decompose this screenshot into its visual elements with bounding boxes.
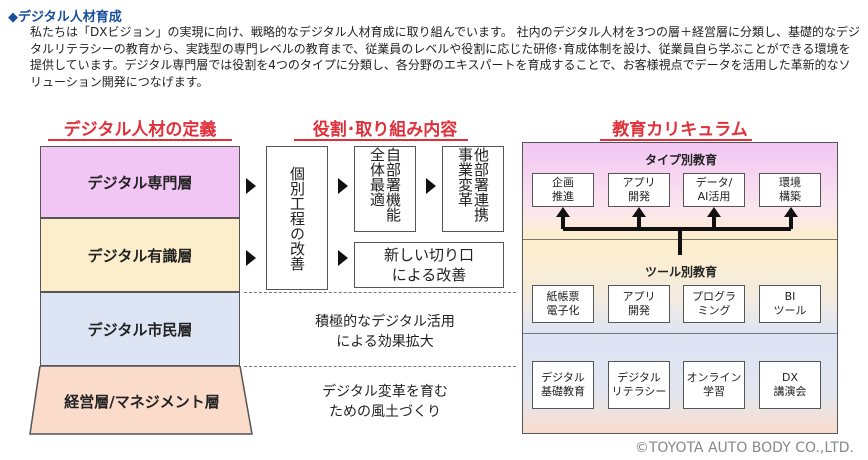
layer-knowledgeable: デジタル有識層 — [40, 218, 240, 292]
layer-management-shape — [29, 366, 253, 435]
role-individual-process-label: 個別工程の改善 — [288, 165, 306, 271]
layer-expert: デジタル専門層 — [40, 146, 240, 218]
type-item-app: アプリ 開発 — [608, 173, 670, 207]
role-department-optimization: 自部署機能全体最適 — [354, 146, 416, 232]
heading-curriculum: 教育カリキュラム — [612, 120, 748, 140]
arrow-right-icon — [246, 178, 256, 194]
divider — [244, 292, 516, 293]
branch-arrows-icon — [556, 207, 798, 255]
arrow-right-icon — [246, 250, 256, 266]
tool-item-bi: BI ツール — [759, 285, 821, 323]
layer-expert-label: デジタル専門層 — [87, 173, 193, 192]
heading-roles: 役割･取り組み内容 — [312, 120, 458, 140]
heading-curriculum-underline — [600, 139, 752, 141]
role-department-optimization-label: 自部署機能全体最適 — [368, 147, 402, 222]
tool-item-programming: プログラ ミング — [683, 285, 745, 323]
heading-definition: デジタル人材の定義 — [63, 120, 217, 140]
role-new-perspective: 新しい切り口 による改善 — [354, 242, 504, 288]
role-management-text: デジタル変革を育む ための風土づくり — [322, 384, 448, 420]
heading-definition-underline — [48, 139, 232, 141]
layer-citizen: デジタル市民層 — [40, 292, 240, 366]
tool-item-paper-digitize: 紙帳票 電子化 — [532, 285, 594, 323]
basic-item-digital-basics: デジタル 基礎教育 — [532, 361, 594, 409]
arrow-right-icon — [338, 178, 348, 194]
type-item-planning: 企画 推進 — [532, 173, 594, 207]
layer-knowledgeable-label: デジタル有識層 — [87, 246, 193, 265]
basic-item-online: オンライン 学習 — [683, 361, 745, 409]
type-item-data-ai: データ/ AI活用 — [683, 173, 745, 207]
type-education-label: タイプ別教育 — [644, 153, 717, 167]
intro-paragraph: 私たちは「DXビジョン」の実現に向け、戦略的なデジタル人材育成に取り組んでいます… — [30, 25, 861, 89]
role-individual-process: 個別工程の改善 — [266, 146, 328, 290]
layer-management: 経営層/マネジメント層 — [30, 367, 254, 435]
layer-citizen-label: デジタル市民層 — [87, 320, 193, 339]
tool-item-app: アプリ 開発 — [608, 285, 670, 323]
divider — [244, 366, 516, 367]
layer-management-label: 経営層/マネジメント層 — [64, 392, 220, 411]
role-cross-department-label: 他部署連携事業変革 — [456, 147, 490, 222]
type-item-environment: 環境 構築 — [759, 173, 821, 207]
role-citizen-text: 積極的なデジタル活用 による効果拡大 — [315, 314, 455, 350]
curriculum-panel: タイプ別教育 企画 推進 アプリ 開発 データ/ AI活用 環境 構築 ツール別… — [522, 142, 838, 434]
arrow-right-icon — [426, 178, 436, 194]
basic-item-literacy: デジタル リテラシー — [608, 361, 670, 409]
tool-education-label: ツール別教育 — [644, 265, 717, 279]
copyright: ©TOYOTA AUTO BODY CO.,LTD. — [634, 440, 854, 456]
heading-roles-underline — [294, 139, 468, 141]
arrow-right-icon — [338, 250, 348, 266]
section-title: ◆デジタル人材育成 — [8, 10, 122, 25]
role-cross-department: 他部署連携事業変革 — [442, 146, 504, 232]
basic-item-dx-lecture: DX 講演会 — [759, 361, 821, 409]
